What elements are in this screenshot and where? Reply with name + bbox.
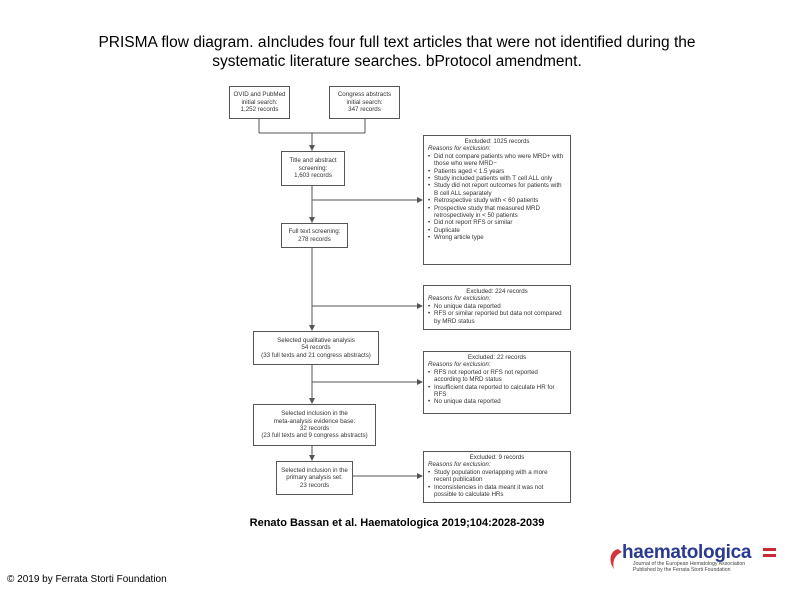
box-text: 278 records [298,235,331,243]
box-text: Full text screening: [288,228,341,236]
title-line-1: PRISMA flow diagram. aIncludes four full… [98,34,696,51]
exclusion-reason: Retrospective study with < 60 patients [428,197,566,205]
box-text: initial search: [241,98,278,106]
excluded-count: Excluded: 22 records [467,354,527,361]
exclusion-reason: Duplicate [428,227,566,235]
excluded-box-3: Excluded: 22 records Reasons for exclusi… [423,351,571,414]
exclusion-reason: No unique data reported [428,398,566,406]
exclusion-reason: Did not compare patients who were MRD+ w… [428,153,566,168]
excluded-box-4: Excluded: 9 records Reasons for exclusio… [423,451,571,503]
figure-title: PRISMA flow diagram. aIncludes four full… [30,33,764,71]
excluded-box-2: Excluded: 224 records Reasons for exclus… [423,285,571,330]
exclusion-reasons-label: Reasons for exclusion: [428,295,491,303]
excluded-count: Excluded: 9 records [469,454,525,461]
box-text: 1,252 records [240,106,279,114]
box-text: meta-analysis evidence base: [273,417,356,425]
box-text: Selected inclusion in the [281,410,348,418]
full-text-box: Full text screening: 278 records [281,223,348,248]
logo-name: haematologica [622,542,752,563]
exclusion-reason: Study population overlapping with a more… [428,469,566,484]
box-text: (33 full texts and 21 congress abstracts… [261,351,371,359]
qualitative-box: Selected qualitative analysis 54 records… [253,331,379,365]
meta-analysis-box: Selected inclusion in the meta-analysis … [253,404,376,446]
excluded-box-1: Excluded: 1025 records Reasons for exclu… [423,135,571,265]
exclusion-reason: Study included patients with T cell ALL … [428,175,566,183]
exclusion-reason: RFS or similar reported but data not com… [428,310,566,325]
box-text: primary analysis set: [286,474,343,482]
copyright: © 2019 by Ferrata Storti Foundation [7,574,167,585]
exclusion-reasons-label: Reasons for exclusion: [428,461,491,469]
citation: Renato Bassan et al. Haematologica 2019;… [249,517,545,529]
box-text: Selected qualitative analysis [277,336,355,344]
exclusion-reason: Patients aged < 1.5 years [428,168,566,176]
box-text: Congress abstracts [337,91,392,99]
box-text: screening: [298,164,328,172]
box-text: OVID and PubMed [233,91,286,99]
title-abstract-box: Title and abstract screening: 1,603 reco… [281,151,345,186]
box-text: (23 full texts and 9 congress abstracts) [261,432,368,440]
box-text: 54 records [301,344,331,352]
box-text: initial search: [346,98,383,106]
exclusion-reason: Study did not report outcomes for patien… [428,182,566,197]
exclusion-reasons-label: Reasons for exclusion: [428,361,491,369]
exclusion-reasons-label: Reasons for exclusion: [428,145,491,153]
box-text: 23 records [299,481,330,489]
exclusion-reason: Prospective study that measured MRD retr… [428,205,566,220]
box-text: 347 records [348,106,381,114]
exclusion-reason: No unique data reported [428,303,566,311]
excluded-count: Excluded: 1025 records [464,138,530,145]
logo-subtitle-line: Journal of the European Hematology Assoc… [633,561,746,567]
excluded-count: Excluded: 224 records [466,288,528,295]
haematologica-logo[interactable]: haematologica Journal of the European He… [606,542,776,578]
exclusion-reason: Did not report RFS or similar [428,219,566,227]
flag-icon [763,548,776,557]
primary-analysis-box: Selected inclusion in the primary analys… [276,461,353,495]
exclusion-reason: RFS not reported or RFS not reported acc… [428,369,566,384]
exclusion-reason: Insufficient data reported to calculate … [428,384,566,399]
title-line-2: systematic literature searches. bProtoco… [212,53,582,70]
box-text: 1,603 records [294,172,332,180]
box-text: 32 records [299,425,330,432]
source-congress-box: Congress abstracts initial search: 347 r… [329,86,400,119]
exclusion-reason: Wrong article type [428,234,566,242]
box-text: Title and abstract [289,157,337,165]
logo-subtitle-line: Published by the Ferrata Storti Foundati… [633,567,731,573]
logo-subtitle: Journal of the European Hematology Assoc… [633,561,745,573]
logo-swirl-icon [610,549,622,569]
box-text: Selected inclusion in the [281,466,348,474]
exclusion-reason: Inconsistencies in data meant it was not… [428,484,566,499]
source-ovid-box: OVID and PubMed initial search: 1,252 re… [229,86,290,119]
